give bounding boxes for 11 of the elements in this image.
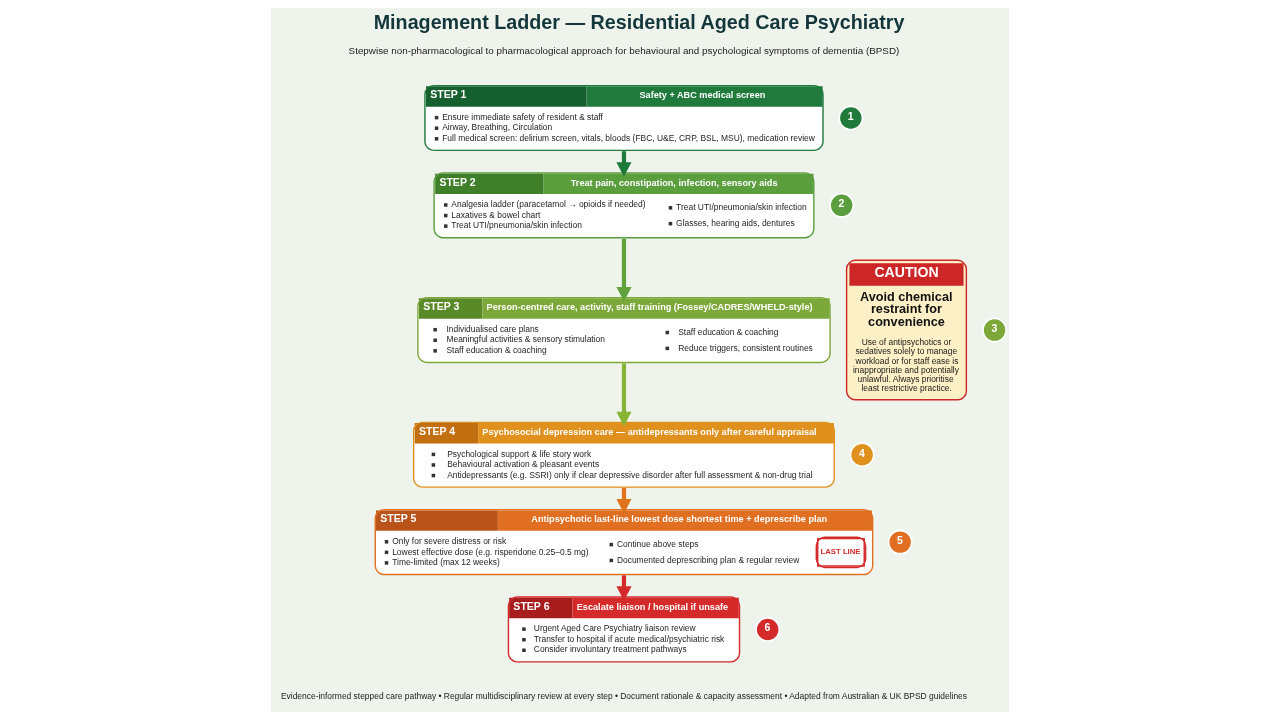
node-circle: 2 xyxy=(829,192,855,218)
arrow xyxy=(616,238,632,302)
node-circle: 3 xyxy=(982,317,1008,343)
label: Evidence-informed stepped care pathway • Regular multidisciplinary review at every step • Document rationale & capacity assessment • Adapted from Australian & UK BPSD guidelines xyxy=(280,690,968,701)
node-circle: 1 xyxy=(838,105,864,131)
diagram-title: Minagement Ladder — Residential Aged Care Psychiatry xyxy=(373,10,905,33)
node-circle: 4 xyxy=(849,442,875,468)
node-circle: 6 xyxy=(755,617,781,642)
node-circle: 5 xyxy=(887,529,913,555)
label: Stepwise non-pharmacological to pharmacological approach for behavioural and psychological symptoms of dementia (BPSD) xyxy=(348,44,900,56)
arrow xyxy=(616,363,632,427)
